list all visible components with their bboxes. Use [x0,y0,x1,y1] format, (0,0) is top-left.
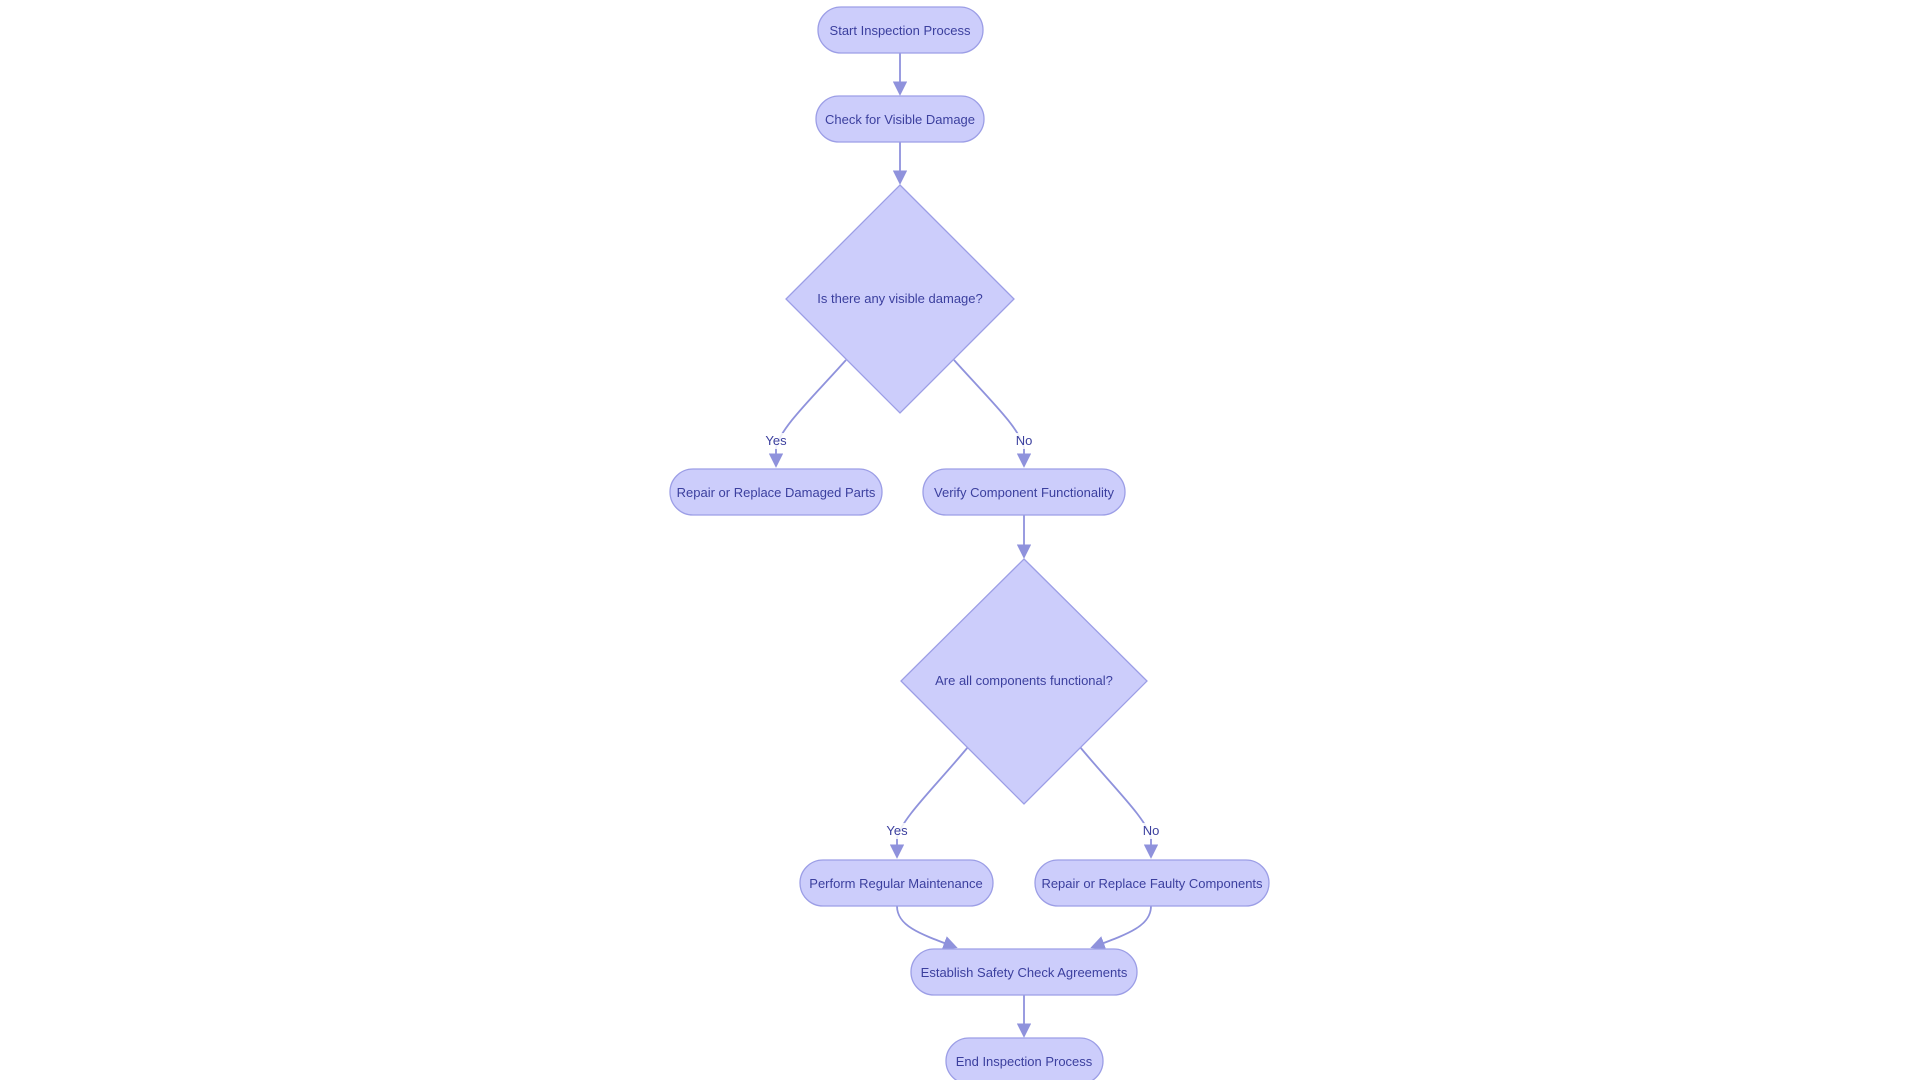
node-start-label: Start Inspection Process [830,23,971,38]
node-repair-faulty-components-label: Repair or Replace Faulty Components [1041,876,1263,891]
node-check-visible-damage[interactable]: Check for Visible Damage [815,95,985,143]
node-safety-check-agreements[interactable]: Establish Safety Check Agreements [910,948,1138,996]
node-repair-faulty-components[interactable]: Repair or Replace Faulty Components [1034,859,1270,907]
node-check-visible-damage-label: Check for Visible Damage [825,112,975,127]
edge-label-functional-yes: Yes [886,823,908,838]
decision-components-functional[interactable]: Are all components functional? [900,558,1148,805]
node-regular-maintenance[interactable]: Perform Regular Maintenance [799,859,994,907]
nodes: Start Inspection Process Check for Visib… [669,6,1270,1080]
edges [768,52,1159,1038]
edge-labels: Yes No Yes No [764,433,1161,839]
edge-label-damage-yes: Yes [765,433,787,448]
node-end[interactable]: End Inspection Process [945,1037,1104,1080]
node-end-label: End Inspection Process [956,1054,1093,1069]
node-verify-functionality-label: Verify Component Functionality [934,485,1114,500]
edge-label-damage-no: No [1016,433,1033,448]
edge-damage-no [953,359,1032,468]
node-repair-damaged-parts[interactable]: Repair or Replace Damaged Parts [669,468,883,516]
node-start[interactable]: Start Inspection Process [817,6,984,54]
node-verify-functionality[interactable]: Verify Component Functionality [922,468,1126,516]
decision-visible-damage[interactable]: Is there any visible damage? [785,184,1015,414]
node-regular-maintenance-label: Perform Regular Maintenance [809,876,982,891]
decision-visible-damage-label: Is there any visible damage? [817,291,982,306]
edge-functional-yes [889,746,969,859]
edge-label-functional-no: No [1143,823,1160,838]
decision-components-functional-label: Are all components functional? [935,673,1113,688]
edge-functional-no [1079,746,1159,859]
edge-damage-yes [768,359,847,468]
edge-repair-faulty-to-agreements [1090,905,1152,950]
node-repair-damaged-parts-label: Repair or Replace Damaged Parts [677,485,876,500]
node-safety-check-agreements-label: Establish Safety Check Agreements [921,965,1128,980]
edge-maintenance-to-agreements [896,905,958,950]
